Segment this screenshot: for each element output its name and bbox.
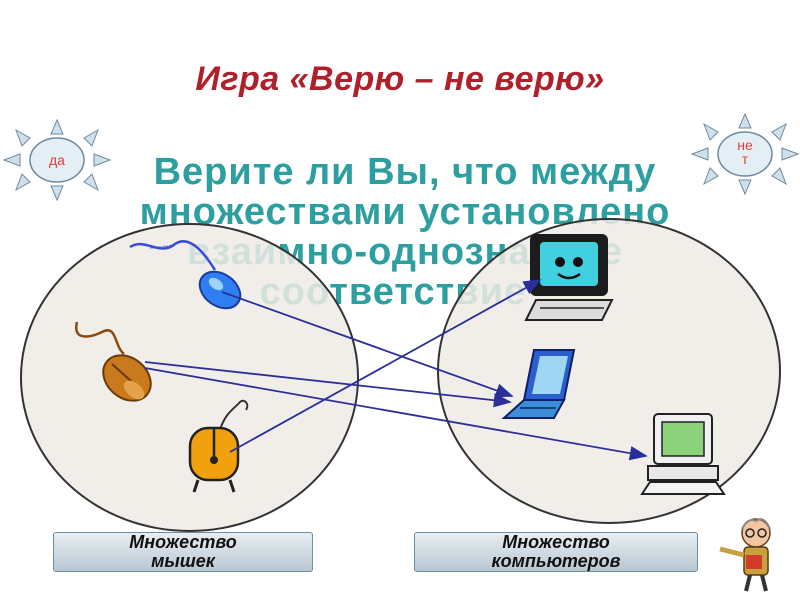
cartoon-mouse-icon xyxy=(188,399,249,493)
orange-mouse-icon xyxy=(74,321,152,402)
no-answer-button[interactable]: не т xyxy=(690,112,800,196)
laptop-icon xyxy=(501,349,576,419)
no-label-line-2: т xyxy=(741,151,749,167)
yes-answer-button[interactable]: да xyxy=(2,118,112,202)
no-label-line-1: не xyxy=(737,137,753,153)
professor-icon xyxy=(719,518,771,592)
smiling-monitor-icon xyxy=(524,234,614,321)
no-label: не т xyxy=(690,138,800,166)
question-line-1: Верите ли Вы, что между xyxy=(153,151,657,193)
green-computer-icon xyxy=(640,413,726,495)
svg-text:~~~~: ~~~~ xyxy=(149,240,176,255)
blue-mouse-icon: ~~~~ xyxy=(129,240,242,310)
sun-yes-icon xyxy=(2,118,112,202)
computers-set-label: Множество компьютеров xyxy=(414,532,698,572)
mice-set-label: Множество мышек xyxy=(53,532,313,572)
sun-no-icon xyxy=(690,112,800,196)
mice-set-label-line-1: Множество xyxy=(129,532,237,552)
yes-label: да xyxy=(49,152,65,168)
mice-set-label-line-2: мышек xyxy=(151,551,215,571)
computers-set-label-line-1: Множество xyxy=(502,532,610,552)
computers-set-label-line-2: компьютеров xyxy=(491,551,621,571)
slide-title: Игра «Верю – не верю» xyxy=(195,60,605,98)
